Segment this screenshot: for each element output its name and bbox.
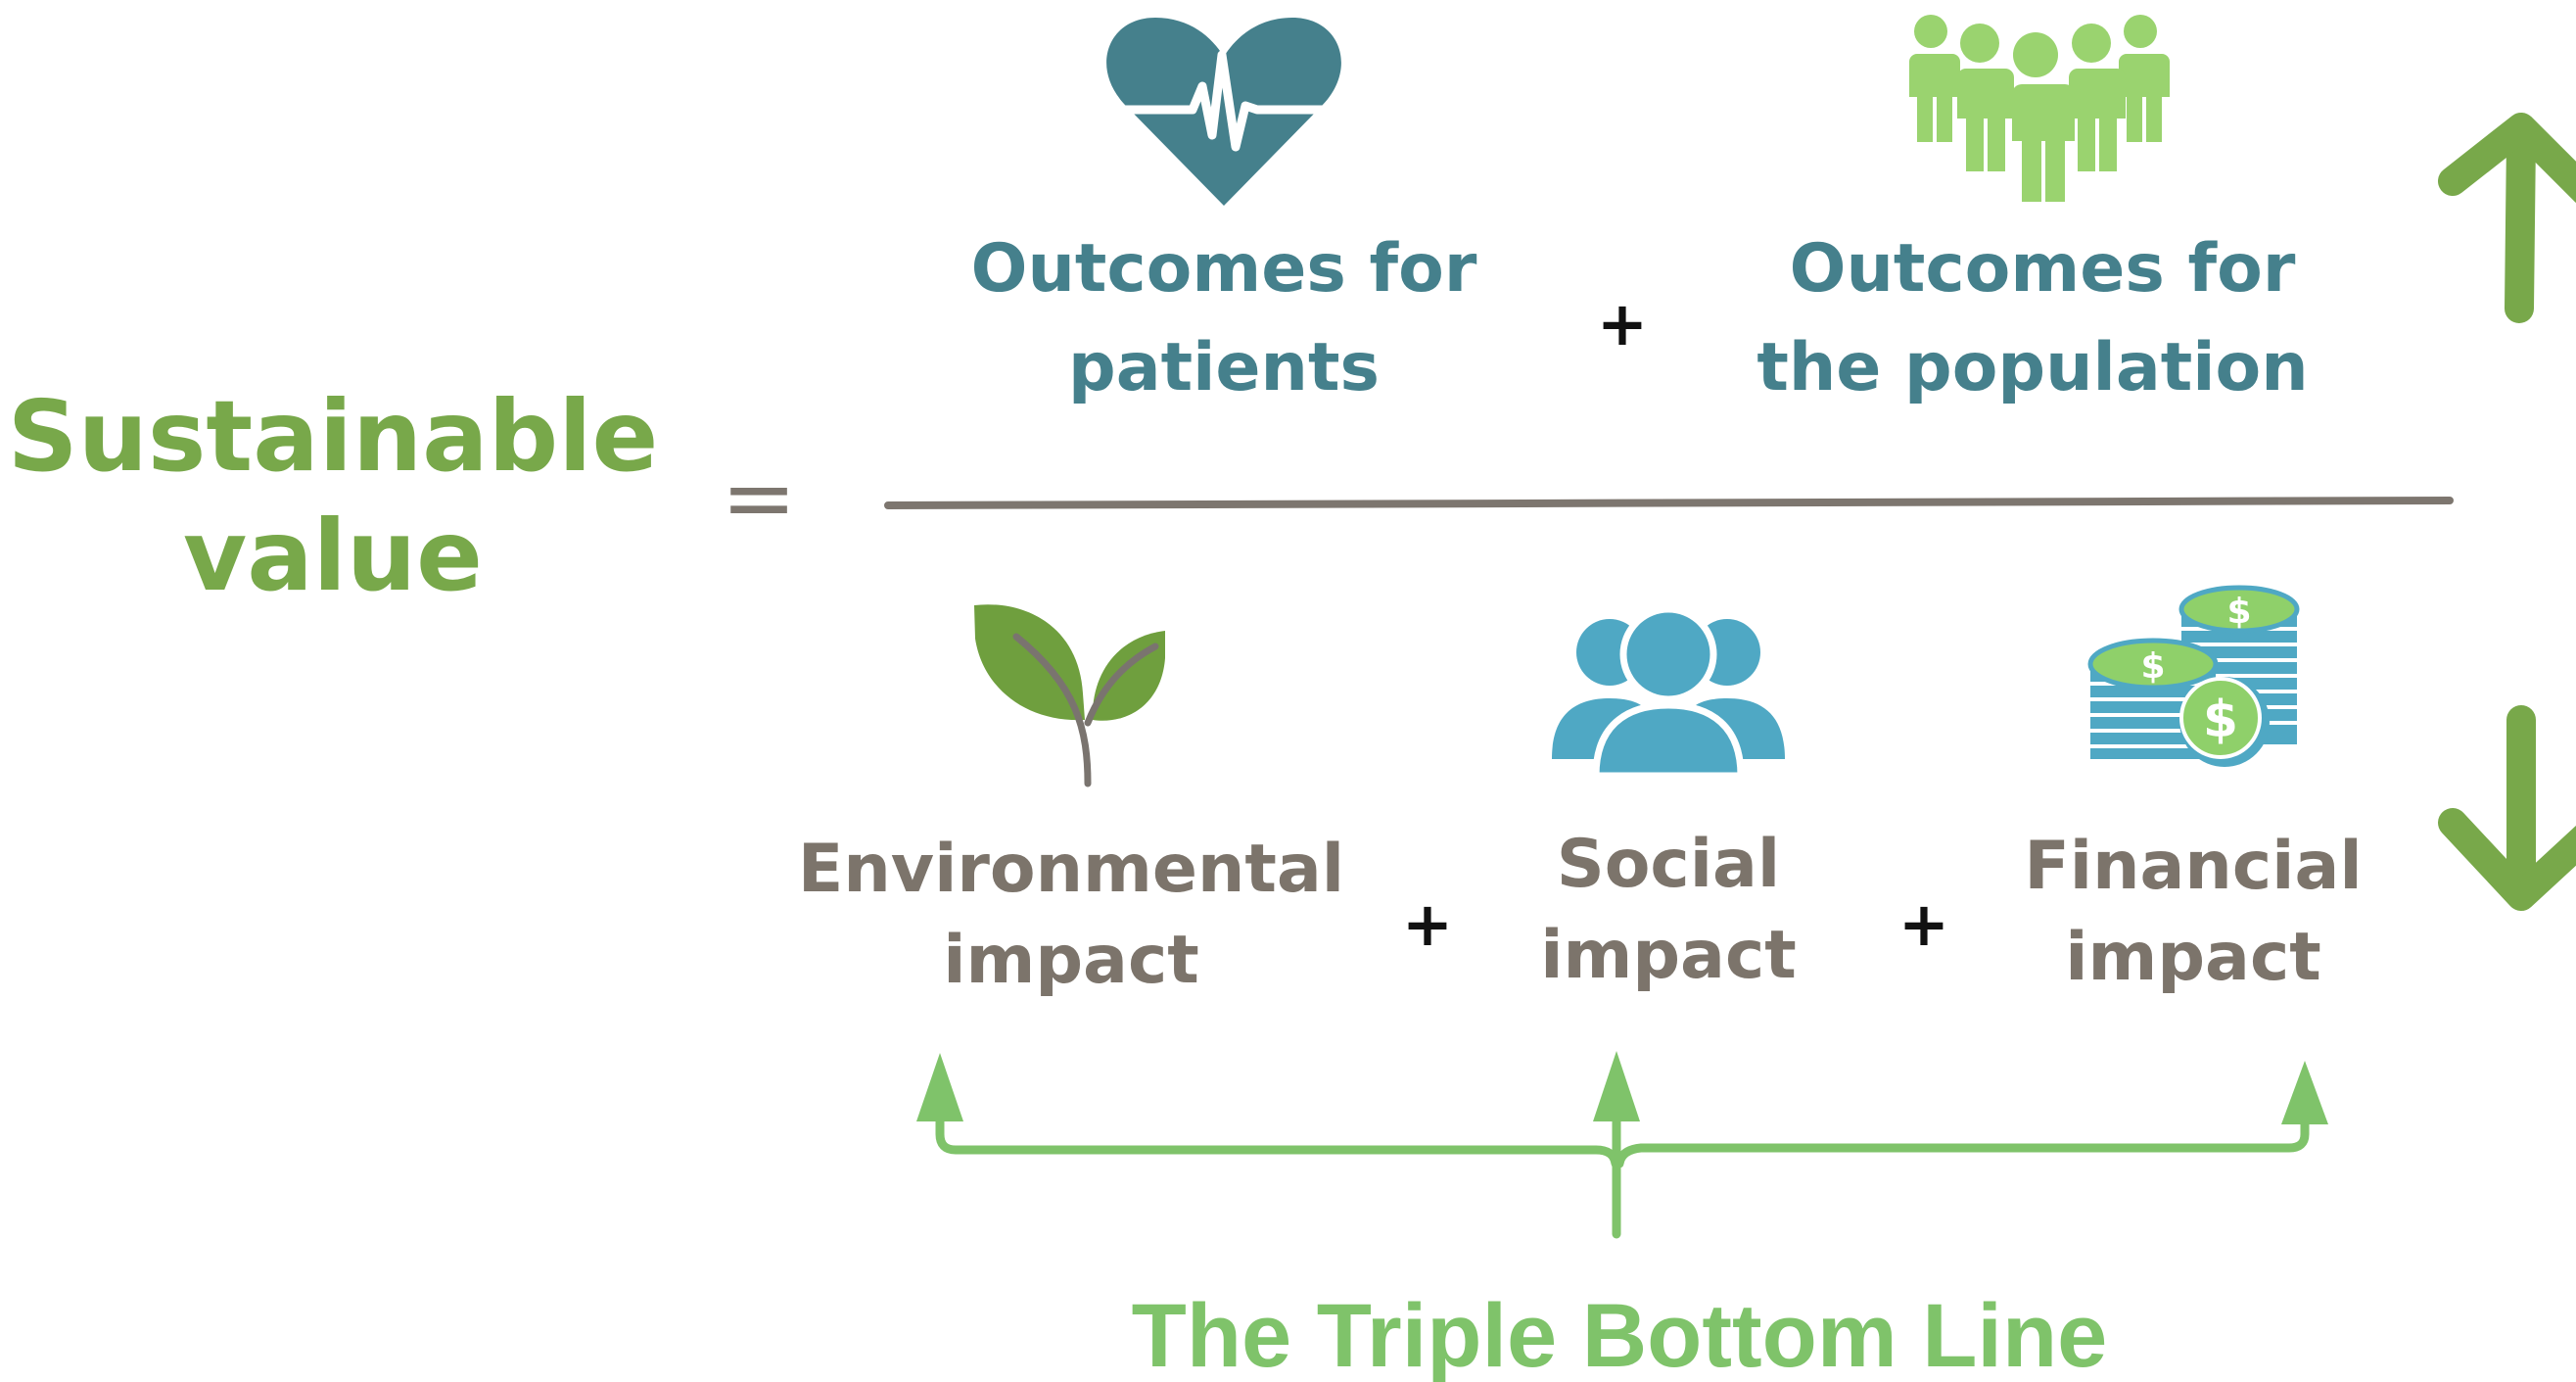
leaf-sprout-icon [974, 604, 1165, 787]
outcomes-population-label: Outcomes for the population [1756, 230, 2308, 406]
triple-bottom-line-title: The Triple Bottom Line [1132, 1286, 2108, 1382]
svg-text:$: $ [2203, 691, 2238, 749]
population-icon [1909, 15, 2170, 202]
environmental-impact-line2: impact [943, 922, 1199, 999]
outcomes-patients-line1: Outcomes for [971, 230, 1477, 308]
bracket-arrowhead-right [2281, 1061, 2328, 1124]
outcomes-patients-label: Outcomes for patients [971, 230, 1477, 406]
social-impact-label: Social impact [1540, 826, 1797, 994]
denominator-plus-sign-1: + [1402, 888, 1453, 960]
sustainable-value-line1: Sustainable [8, 379, 659, 494]
equals-sign: = [721, 446, 796, 550]
outcomes-patients-line2: patients [1068, 329, 1380, 406]
coin-stacks-icon: $ $ $ [2087, 585, 2300, 767]
financial-impact-line2: impact [2065, 919, 2321, 996]
financial-impact-label: Financial impact [2024, 828, 2362, 996]
social-impact-line1: Social [1557, 826, 1781, 903]
heart-pulse-icon [1106, 18, 1341, 206]
sustainable-value-line2: value [183, 499, 483, 613]
social-impact-line2: impact [1540, 917, 1797, 994]
triple-bottom-line-bracket [916, 1051, 2328, 1239]
sustainable-value-label: Sustainable value [8, 379, 659, 613]
svg-text:$: $ [2140, 646, 2165, 687]
bracket-arrowhead-center [1593, 1051, 1640, 1121]
outcomes-population-line2: the population [1756, 329, 2308, 406]
people-group-icon [1552, 605, 1785, 780]
environmental-impact-label: Environmental impact [798, 831, 1344, 999]
arrow-up-icon [2438, 113, 2576, 323]
environmental-impact-line1: Environmental [798, 831, 1344, 908]
financial-impact-line1: Financial [2024, 828, 2362, 905]
fraction-bar [884, 497, 2454, 509]
denominator-plus-sign-2: + [1898, 888, 1949, 960]
bracket-arrowhead-left [916, 1053, 963, 1121]
svg-text:$: $ [2226, 592, 2251, 632]
numerator-plus-sign: + [1597, 288, 1648, 359]
arrow-down-icon [2438, 705, 2576, 911]
outcomes-population-line1: Outcomes for [1790, 230, 2296, 308]
